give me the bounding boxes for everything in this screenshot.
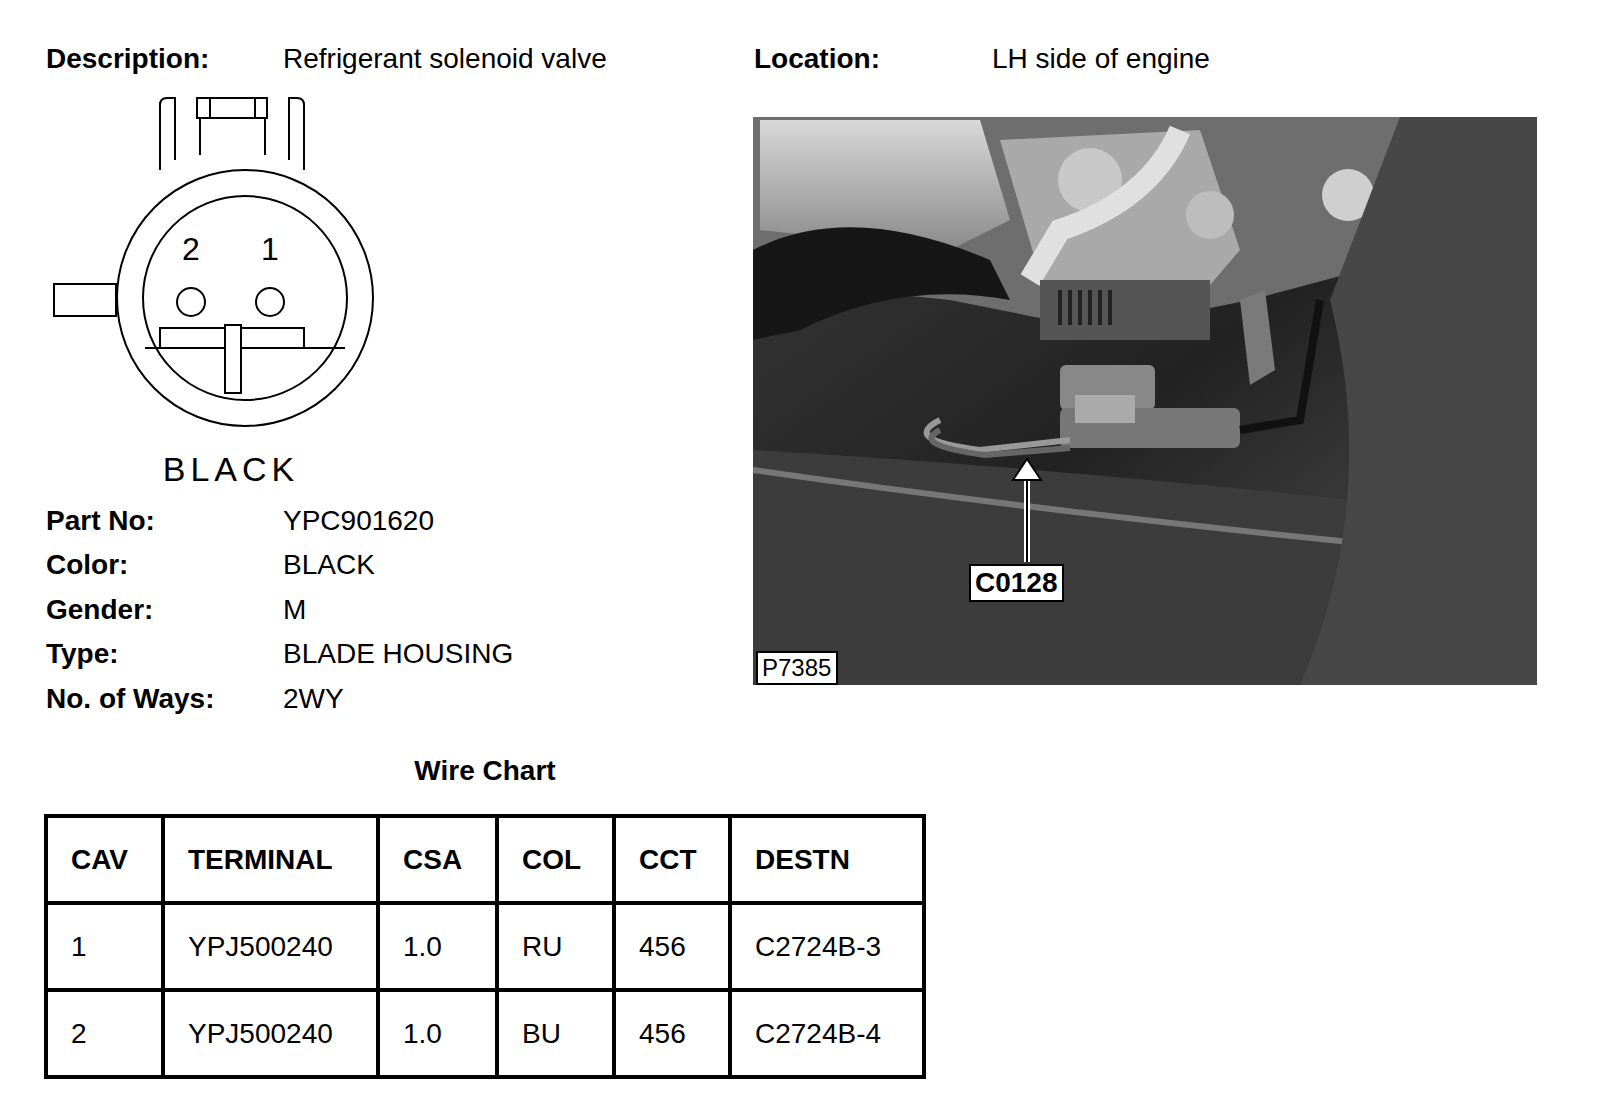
- field-value: Refrigerant solenoid valve: [283, 45, 607, 73]
- field-value: BLADE HOUSING: [283, 640, 513, 668]
- field-value: YPC901620: [283, 507, 434, 535]
- callout-box: P7385: [756, 651, 838, 685]
- table-grid: [46, 816, 924, 1077]
- field-name: Location:: [754, 45, 880, 73]
- callout-text: P7385: [762, 656, 832, 680]
- table-header: COL: [522, 846, 581, 874]
- table-cell: RU: [522, 933, 562, 961]
- table-cell: 1.0: [403, 1020, 442, 1048]
- field-value: LH side of engine: [992, 45, 1210, 73]
- table-title: Wire Chart: [414, 757, 555, 785]
- field-name: Type:: [46, 640, 119, 668]
- field-name: No. of Ways:: [46, 685, 215, 713]
- table-header: CSA: [403, 846, 462, 874]
- table-cell: 2: [71, 1020, 87, 1048]
- table-cell: BU: [522, 1020, 561, 1048]
- table-cell: 1.0: [403, 933, 442, 961]
- field-name: Gender:: [46, 596, 153, 624]
- callout-arrow: [1013, 459, 1041, 562]
- field-name: Description:: [46, 45, 209, 73]
- connector-face: [54, 98, 373, 426]
- field-value: 2WY: [283, 685, 344, 713]
- table-header: DESTN: [755, 846, 850, 874]
- table-cell: C2724B-4: [755, 1020, 881, 1048]
- engine-photo: [753, 117, 1537, 685]
- table-cell: YPJ500240: [188, 1020, 333, 1048]
- table-cell: C2724B-3: [755, 933, 881, 961]
- callout-box: C0128: [969, 564, 1064, 602]
- table-header: TERMINAL: [188, 846, 333, 874]
- field-name: Color:: [46, 551, 128, 579]
- field-name: Part No:: [46, 507, 155, 535]
- table-cell: 456: [639, 933, 686, 961]
- pin-number: 1: [261, 233, 279, 265]
- table-cell: YPJ500240: [188, 933, 333, 961]
- field-value: M: [283, 596, 306, 624]
- callout-text: C0128: [975, 569, 1058, 597]
- table-header: CAV: [71, 846, 128, 874]
- table-header: CCT: [639, 846, 697, 874]
- pin-number: 2: [182, 233, 200, 265]
- housing-color: BLACK: [163, 452, 300, 486]
- field-value: BLACK: [283, 551, 375, 579]
- table-cell: 456: [639, 1020, 686, 1048]
- table-cell: 1: [71, 933, 87, 961]
